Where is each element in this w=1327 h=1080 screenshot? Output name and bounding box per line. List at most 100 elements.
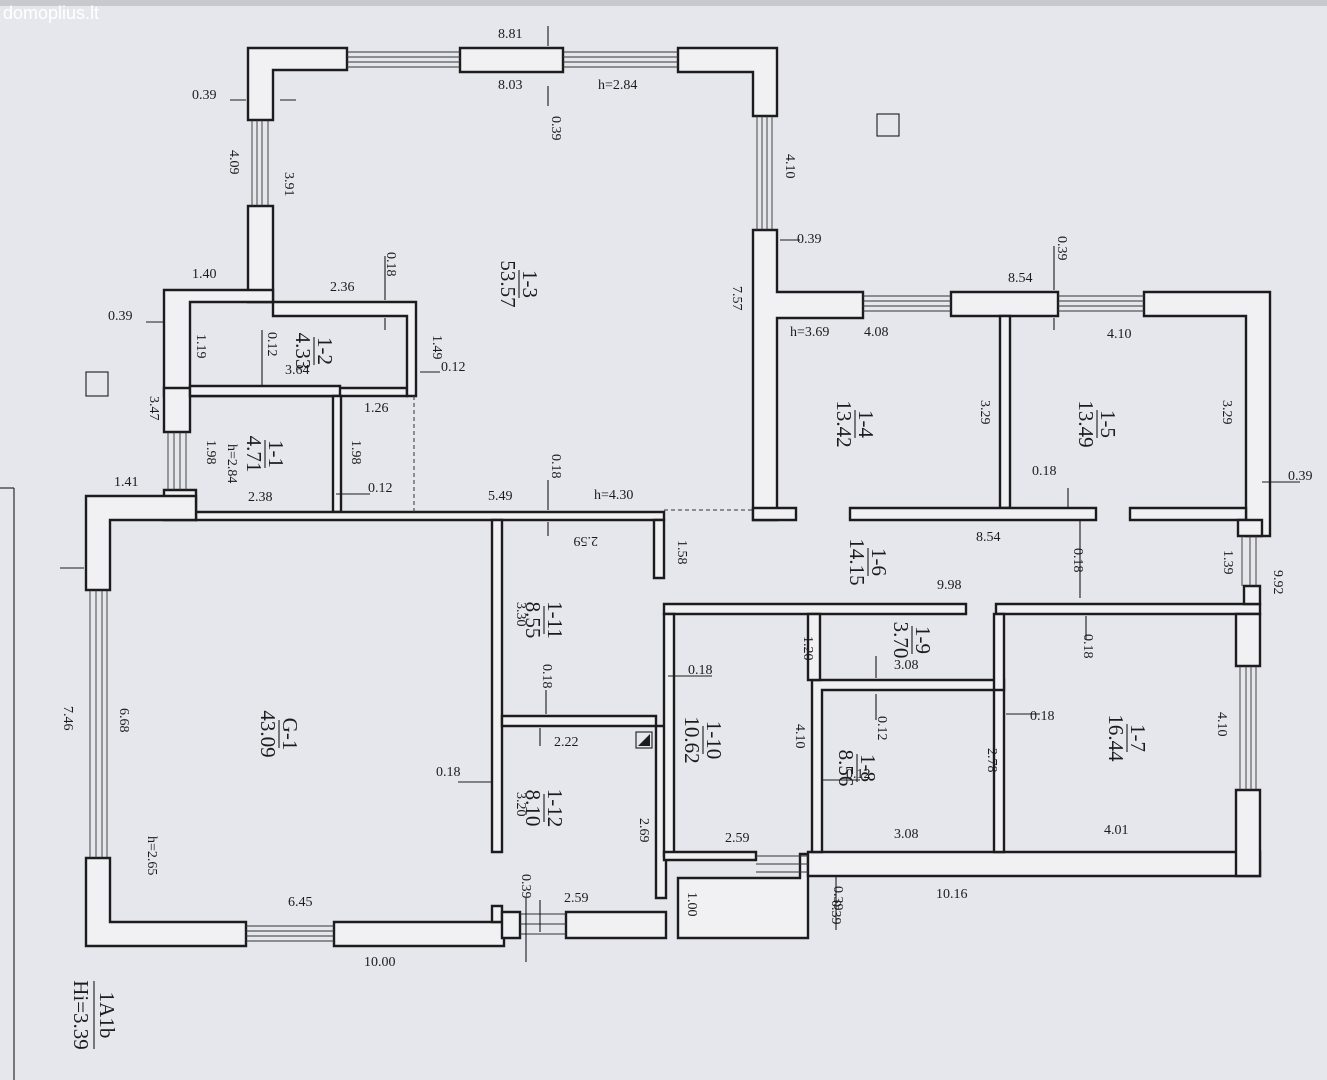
room-area: 4.33 (291, 333, 315, 370)
dimension-label: 4.08 (864, 325, 889, 340)
dimension-label: 0.39 (518, 874, 533, 899)
dimension-label: 3.91 (281, 172, 296, 197)
dimension-label: 4.09 (226, 150, 241, 175)
dimension-label: 8.81 (498, 27, 523, 42)
room-area: 10.62 (680, 716, 704, 763)
dimension-label: 0.39 (192, 88, 217, 103)
dimension-label: 0.39 (1054, 236, 1069, 261)
room-id: 1-10 (702, 721, 726, 760)
dimension-label: 8.54 (976, 530, 1001, 545)
dimension-label: 1.19 (193, 334, 208, 359)
dimension-label: 0.39 (830, 886, 845, 911)
dimension-label: 1.40 (192, 267, 217, 282)
room-id: 1-3 (518, 270, 542, 298)
room-id: 1-9 (911, 626, 935, 654)
room-area: 4.71 (242, 436, 266, 473)
dimension-label: 3.64 (285, 363, 310, 378)
dimension-label: 2.59 (564, 891, 589, 906)
dimension-label: 7.57 (729, 286, 744, 311)
dimension-label: h=2.84 (598, 78, 637, 93)
dimension-label: 0.12 (846, 767, 871, 782)
dimension-label: 1.98 (203, 440, 218, 465)
room-id: 1-11 (543, 601, 567, 639)
dimension-label: 0.18 (383, 252, 398, 277)
dimension-label: 3.08 (894, 827, 919, 842)
building-code-top: 1A1b (95, 992, 119, 1039)
dimension-label: h=3.69 (790, 325, 829, 340)
room-area: 53.57 (496, 260, 520, 307)
dimension-label: h=2.65 (144, 836, 159, 875)
dimension-label: 0.18 (1070, 548, 1085, 573)
dimension-label: 2.59 (574, 533, 599, 548)
dimension-label: 3.08 (894, 658, 919, 673)
dimension-label: 0.18 (1080, 634, 1095, 659)
room-label-1-12: 1-12 8.10 (521, 789, 567, 828)
dimension-label: 4.01 (1104, 823, 1129, 838)
windows (89, 51, 1257, 942)
dimension-label: 5.49 (488, 489, 513, 504)
room-label-1-2: 1-2 4.33 (291, 333, 337, 370)
room-area: 13.42 (832, 400, 856, 447)
dimension-label: 1.98 (348, 440, 363, 465)
room-id: 1-2 (313, 337, 337, 365)
dimension-label: 6.45 (288, 895, 313, 910)
room-labels: 1-3 53.57 1-2 4.33 1-1 4.71 1-4 13.42 1-… (242, 260, 1150, 827)
dimension-label: 0.18 (436, 765, 461, 780)
marker-square (876, 113, 900, 137)
dimension-label: 4.10 (792, 724, 807, 749)
room-area: 43.09 (256, 710, 280, 757)
room-label-1-9: 1-9 3.70 (889, 622, 935, 659)
dimension-label: 4.10 (782, 154, 797, 179)
chimney-icon (635, 731, 653, 749)
dimension-label: 4.10 (1214, 712, 1229, 737)
dimension-label: 2.36 (330, 280, 355, 295)
dimension-label: 9.98 (937, 578, 962, 593)
dimension-label: 3.29 (977, 400, 992, 425)
room-id: 1-7 (1126, 724, 1150, 752)
dimension-label: 2.69 (636, 818, 651, 843)
dimension-arrows (60, 26, 1300, 962)
dimension-label: 0.39 (828, 900, 843, 925)
room-area: 8.55 (521, 602, 545, 639)
dimension-label: 10.16 (936, 887, 968, 902)
room-id: 1-8 (856, 754, 880, 782)
dimension-label: 3.20 (513, 792, 528, 817)
building-code-bottom: Hi=3.39 (69, 980, 93, 1050)
room-id: 1-1 (264, 440, 288, 468)
room-label-1-10: 1-10 10.62 (680, 716, 726, 763)
room-area: 8.10 (521, 790, 545, 827)
room-area: 3.70 (889, 622, 913, 659)
dimension-label: h=2.84 (224, 444, 239, 483)
room-label-1-6: 1-6 14.15 (845, 538, 891, 585)
dimension-label: 2.38 (248, 490, 273, 505)
dimension-label: 6.68 (116, 708, 131, 733)
watermark: domoplius.lt (3, 3, 99, 23)
room-label-1-4: 1-4 13.42 (832, 400, 878, 447)
dimension-label: 0.18 (548, 454, 563, 479)
dimension-label: 3.30 (513, 602, 528, 627)
dimension-label: 4.10 (1107, 327, 1132, 342)
dimension-label: 0.12 (264, 332, 279, 357)
room-label-1-7: 1-7 16.44 (1104, 714, 1150, 762)
walls (84, 46, 1272, 948)
page-edge (0, 0, 1327, 6)
room-label-1-5: 1-5 13.49 (1074, 400, 1120, 447)
room-label-1-11: 1-11 8.55 (521, 601, 567, 639)
room-label-1-3: 1-3 53.57 (496, 260, 542, 307)
dimension-label: 1.20 (800, 636, 815, 661)
dimension-label: 0.18 (1030, 709, 1055, 724)
dimension-label: 0.18 (539, 664, 554, 689)
room-label-1-8: 1-8 8.56 (834, 750, 880, 787)
dimension-label: 8.54 (1008, 271, 1033, 286)
room-label-G-1: G-1 43.09 (256, 710, 302, 757)
dimension-label: 0.12 (441, 360, 466, 375)
room-area: 13.49 (1074, 400, 1098, 447)
marker-square (85, 371, 109, 397)
dimension-label: 3.47 (146, 396, 161, 421)
dimension-label: 0.12 (874, 716, 889, 741)
room-label-1-1: 1-1 4.71 (242, 436, 288, 473)
dimension-label: 2.22 (554, 735, 579, 750)
dimension-label: 0.39 (1288, 469, 1313, 484)
dimension-label: 2.59 (725, 831, 750, 846)
